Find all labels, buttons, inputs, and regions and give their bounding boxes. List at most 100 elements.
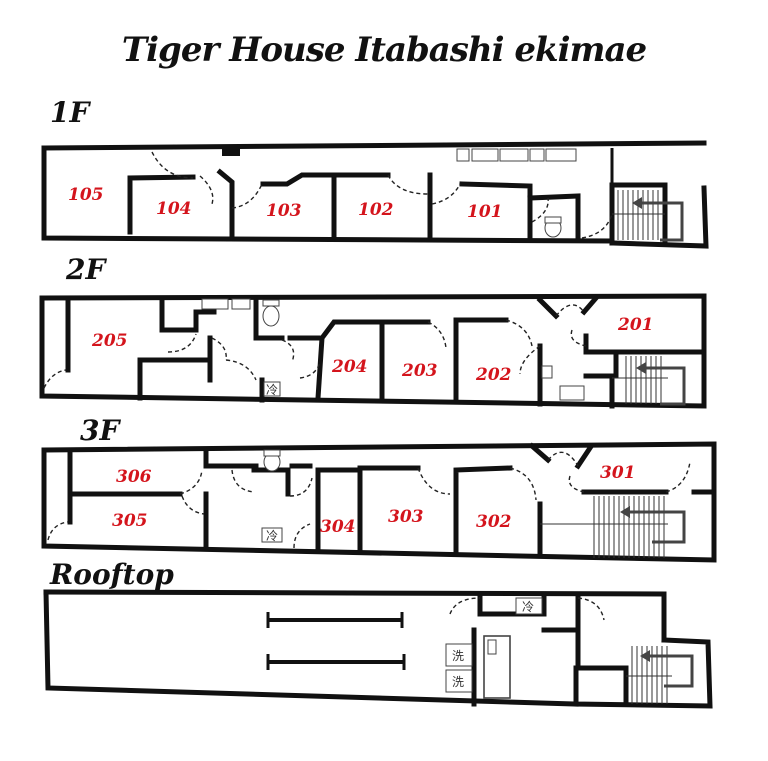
page-title: Tiger House Itabashi ekimae: [121, 30, 647, 70]
wall: [253, 295, 285, 341]
sink-icon: [471, 148, 499, 162]
wall: [580, 294, 600, 316]
floor-label-rooftop: Rooftop: [50, 558, 174, 591]
door-arc: [577, 597, 605, 621]
wall: [459, 181, 533, 241]
wall: [536, 296, 560, 320]
room-number: 204: [331, 357, 368, 377]
room-number: 202: [475, 365, 512, 385]
clothesline-icon: [266, 654, 406, 670]
door-arc: [199, 175, 214, 205]
door-arc: [225, 359, 257, 381]
door-arc: [293, 523, 311, 549]
stair-arrow-icon: [640, 201, 684, 242]
fridge-label: 冷: [266, 383, 278, 397]
column-block: [222, 146, 240, 156]
door-arc: [555, 304, 585, 317]
counter-icon: [529, 148, 545, 162]
room-number: 104: [156, 199, 192, 219]
wall: [137, 357, 213, 401]
fridge-label: 冷: [266, 529, 278, 543]
door-arc: [181, 495, 205, 515]
room-number: 302: [476, 512, 512, 532]
wall: [574, 444, 594, 470]
door-arc: [387, 174, 429, 195]
door-arc: [581, 213, 613, 239]
wall: [583, 333, 707, 355]
door-arc: [547, 451, 579, 467]
staircase-icon: [626, 646, 694, 704]
wall: [453, 465, 513, 557]
door-arc: [665, 461, 691, 493]
stair-arrow-icon: [644, 366, 686, 406]
counter-icon: [231, 298, 251, 310]
room-number: 103: [266, 201, 302, 221]
toilet-tank-icon: [262, 299, 280, 307]
sink-icon: [201, 298, 229, 310]
faucet-icon: [487, 639, 497, 655]
floor-label-1f: 1F: [50, 96, 90, 129]
wall: [609, 185, 709, 249]
door-arc: [151, 151, 194, 179]
floor-plan-rooftop: 冷 洗 洗: [43, 589, 713, 709]
wall: [315, 319, 385, 403]
floor-plan-3f: 冷 306 305 304 303 302 301: [41, 441, 717, 563]
wall: [43, 589, 579, 707]
wall: [609, 182, 668, 246]
room-number: 305: [112, 511, 148, 531]
door-arc: [417, 467, 451, 495]
sink-icon: [559, 385, 585, 401]
room-number: 301: [600, 463, 636, 483]
staircase-icon: [612, 190, 684, 242]
wall: [41, 441, 717, 563]
counter-icon: [545, 148, 577, 162]
door-arc: [449, 597, 481, 615]
door-arc: [231, 469, 255, 493]
wall: [41, 145, 615, 244]
door-arc: [519, 345, 541, 375]
door-arc: [211, 337, 227, 361]
floor-label-3f: 3F: [80, 414, 120, 447]
room-number: 105: [68, 185, 104, 205]
room-number: 201: [617, 315, 654, 335]
wall: [527, 193, 581, 241]
toilet-tank-icon: [544, 216, 562, 224]
room-number: 101: [467, 202, 503, 222]
door-arc: [179, 469, 203, 495]
room-number: 205: [91, 331, 128, 351]
wall: [159, 295, 199, 333]
wall: [583, 373, 615, 409]
staircase-icon: [612, 356, 686, 406]
door-arc: [568, 475, 585, 493]
wall: [260, 172, 337, 241]
fridge-icon: [515, 597, 543, 615]
wall: [573, 637, 713, 709]
wall: [127, 174, 196, 235]
door-arc: [299, 361, 321, 379]
shower-icon: [483, 635, 511, 699]
door-arc: [531, 197, 549, 223]
floor-plan-2f: 冷 205 204 203 202 201: [39, 293, 707, 409]
washer-label: 洗: [452, 675, 464, 689]
stair-arrow-icon: [628, 510, 686, 544]
door-arc: [570, 329, 587, 347]
fridge-icon: [263, 381, 281, 397]
washer-label: 洗: [452, 649, 464, 663]
stove-icon: [456, 148, 470, 162]
door-arc: [505, 319, 533, 347]
room-number: 304: [320, 517, 356, 537]
door-arc: [289, 477, 313, 497]
wall: [477, 593, 547, 617]
room-number: 303: [388, 507, 424, 527]
wall: [216, 168, 235, 239]
washer-icon: [445, 669, 473, 693]
room-number: 203: [401, 361, 438, 381]
door-arc: [509, 467, 537, 501]
fridge-label: 冷: [522, 600, 534, 614]
room-number: 306: [116, 467, 152, 487]
door-arc: [43, 369, 67, 389]
wall: [43, 589, 667, 643]
counter-icon: [499, 148, 529, 162]
toilet-icon: [262, 305, 280, 327]
